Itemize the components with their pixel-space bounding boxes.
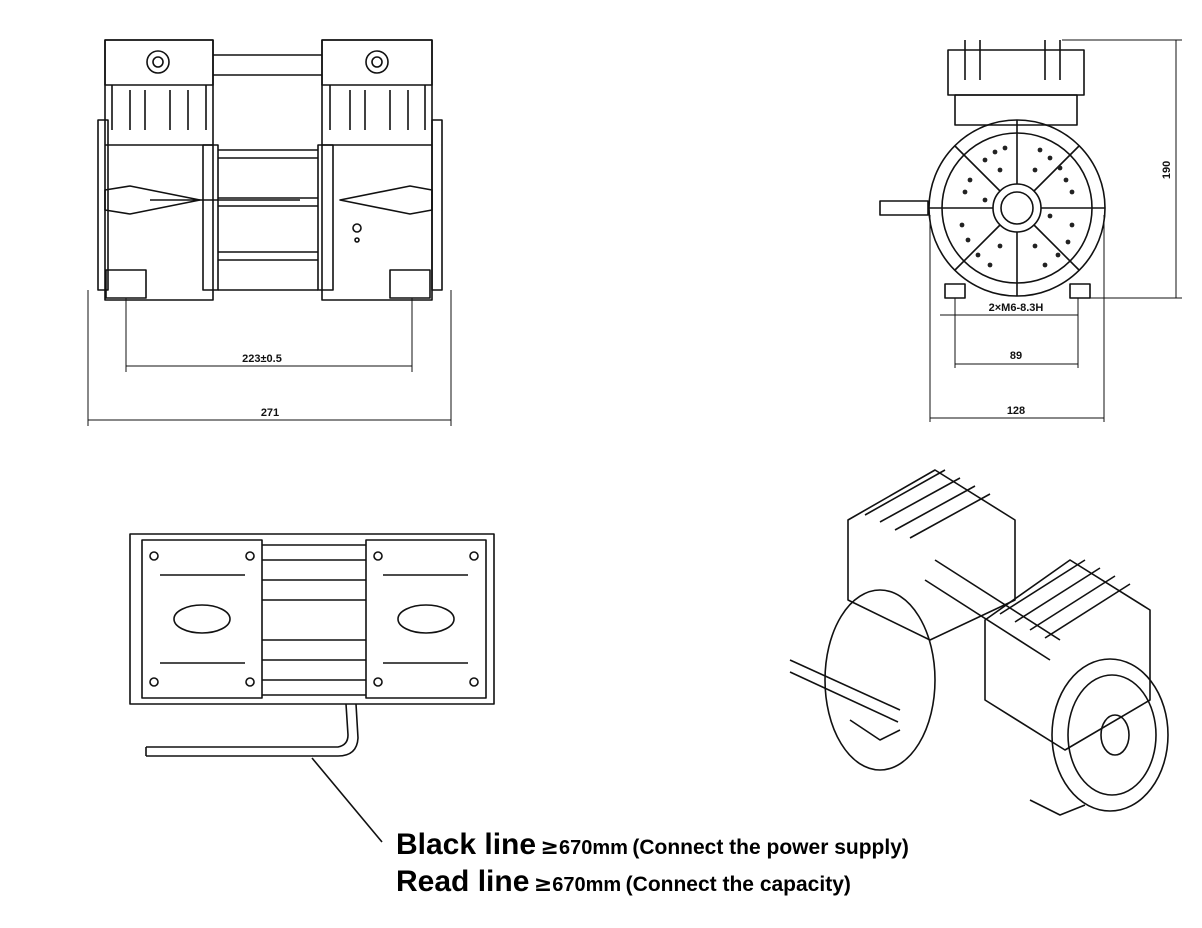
black-line-symbol: ≥ (540, 835, 559, 860)
side-view (879, 40, 1106, 299)
red-line-note: Read line ≥670mm (Connect the capacity) (396, 867, 851, 897)
front-view (97, 39, 443, 301)
dim-height: 190 (1161, 161, 1173, 179)
red-line-description: (Connect the capacity) (625, 873, 851, 896)
black-line-note: Black line ≥670mm (Connect the power sup… (396, 830, 909, 860)
isometric-view (789, 469, 1169, 816)
black-line-label: Black line (396, 828, 537, 861)
dim-total-length: 271 (261, 407, 279, 419)
red-line-symbol: ≥ (533, 872, 553, 897)
top-view (129, 533, 495, 843)
dim-total-width: 128 (1007, 405, 1025, 417)
dim-mount-holes: 2×M6-8.3H (989, 302, 1044, 314)
side-dimension-lines (929, 39, 1182, 422)
red-line-label: Read line (396, 865, 530, 898)
dim-foot-spacing: 89 (1010, 350, 1022, 362)
fan-cover-holes (959, 145, 1075, 268)
red-line-length: 670mm (552, 874, 622, 896)
black-line-length: 670mm (558, 837, 628, 859)
dim-mount-spacing: 223±0.5 (242, 353, 282, 365)
black-line-description: (Connect the power supply) (632, 836, 909, 859)
front-dimension-lines (87, 290, 452, 426)
